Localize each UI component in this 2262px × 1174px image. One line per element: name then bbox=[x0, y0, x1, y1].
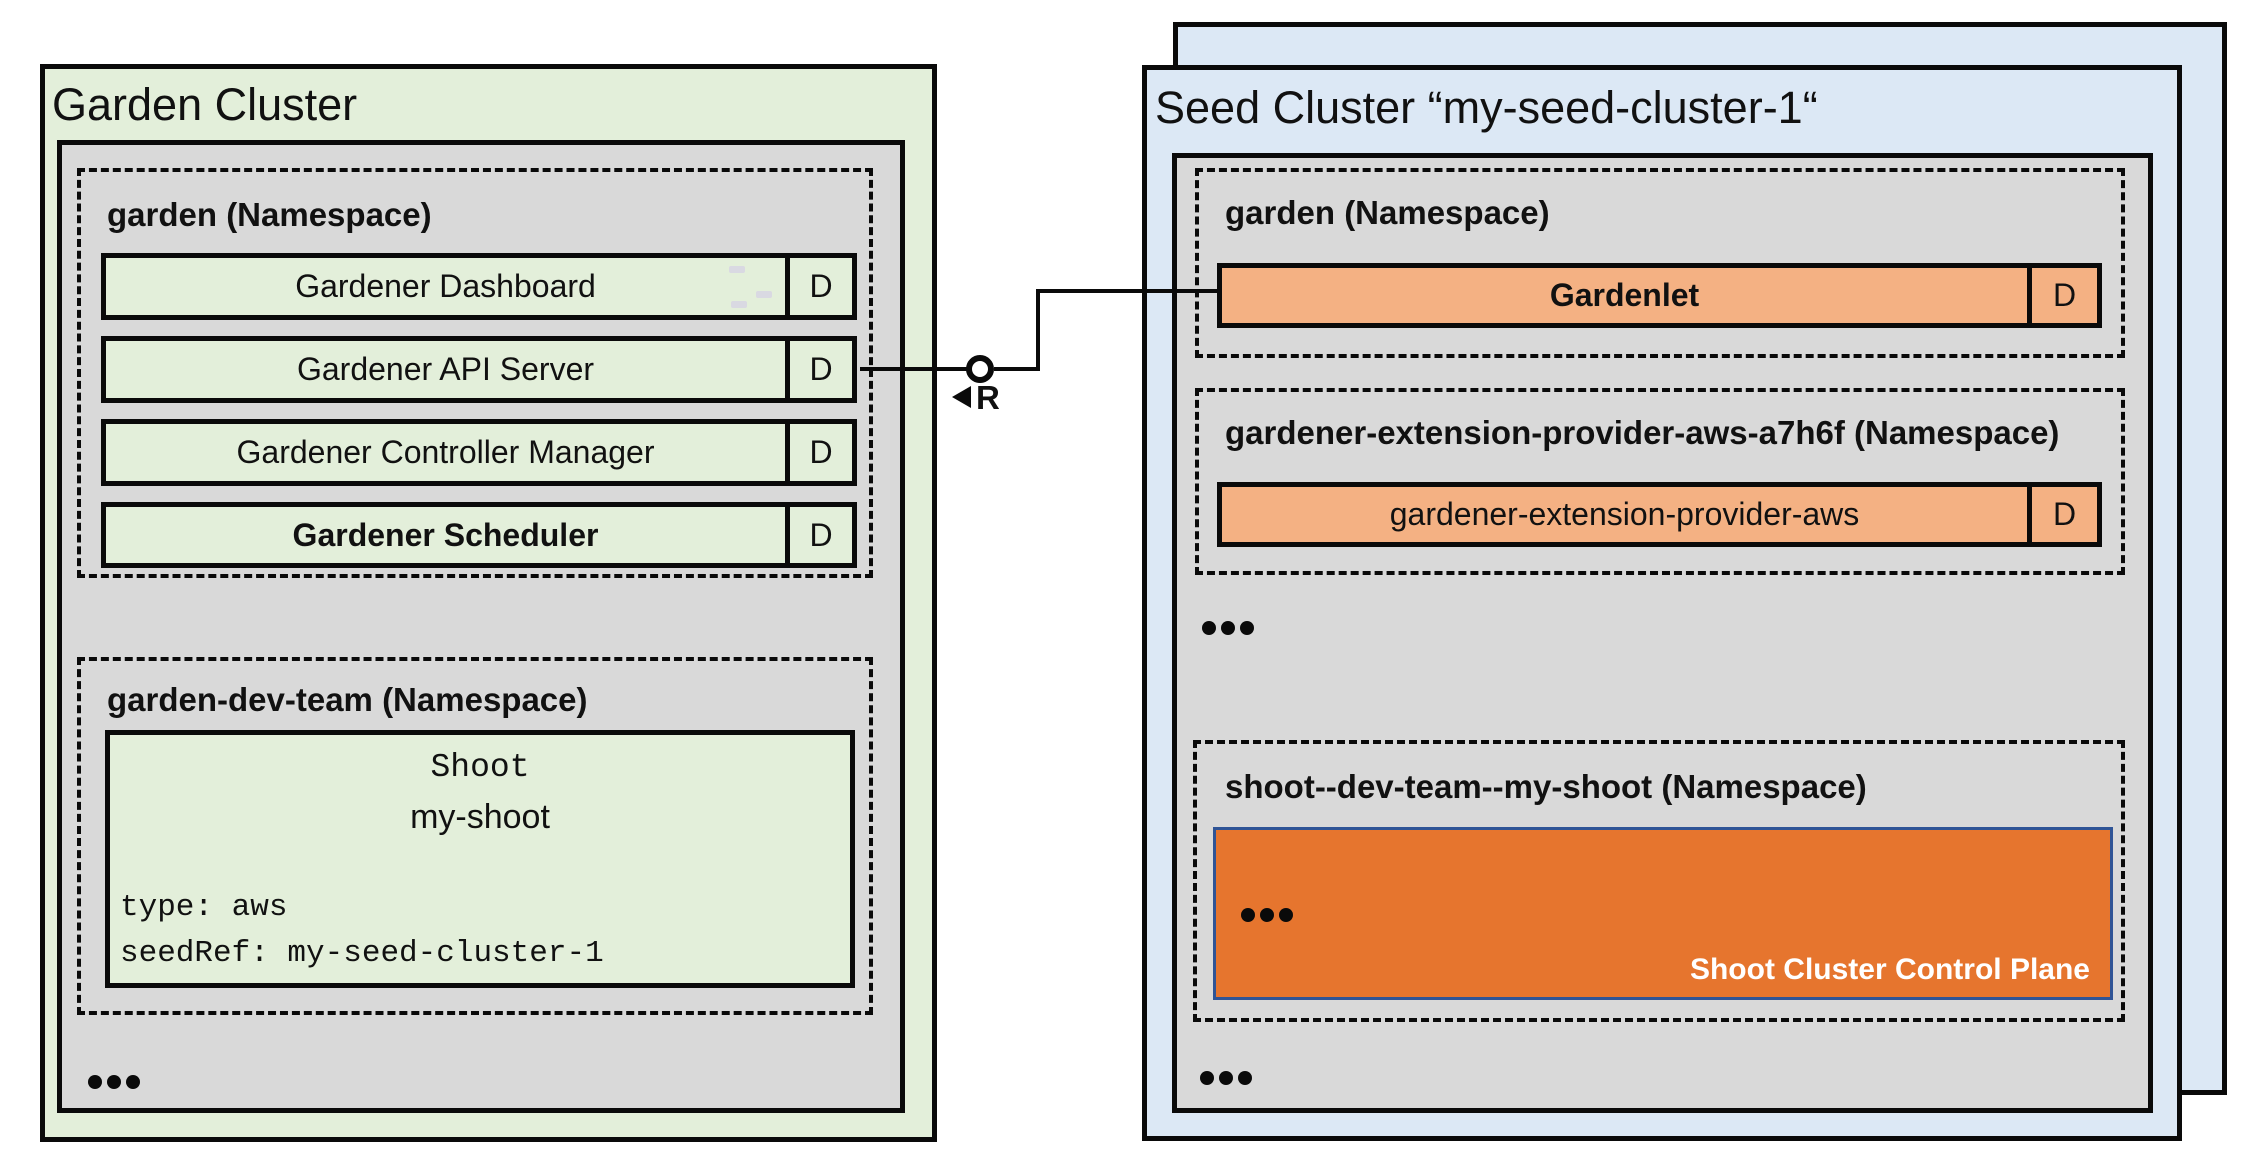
connector-line-vertical bbox=[1036, 291, 1040, 371]
seed-cluster-box: Seed Cluster “my-seed-cluster-1“ garden … bbox=[1142, 65, 2182, 1141]
deployment-label: Gardener Scheduler bbox=[292, 516, 599, 553]
faint-artifact-mark bbox=[756, 291, 772, 298]
deployment-badge: D bbox=[2027, 487, 2097, 542]
ellipsis-icon bbox=[1202, 621, 1254, 635]
garden-dev-team-namespace-label: garden-dev-team (Namespace) bbox=[107, 681, 588, 718]
deployment-badge: D bbox=[785, 341, 852, 398]
deployment-badge: D bbox=[2027, 268, 2097, 323]
seed-garden-namespace-box: garden (Namespace) Gardenlet D bbox=[1195, 168, 2125, 358]
deployment-row-gardener-api-server: Gardener API Server D bbox=[101, 336, 857, 403]
shoot-control-plane-caption: Shoot Cluster Control Plane bbox=[1689, 953, 2090, 986]
deployment-label: Gardener API Server bbox=[296, 351, 595, 387]
deployment-row-gardener-dashboard: Gardener Dashboard D bbox=[101, 253, 857, 320]
garden-cluster-panel: garden (Namespace) Gardener Dashboard D … bbox=[57, 140, 905, 1113]
deployment-label: Gardener Dashboard bbox=[295, 268, 596, 304]
shoot-control-plane-box: Shoot Cluster Control Plane bbox=[1213, 827, 2113, 1000]
garden-dev-team-namespace-box: garden-dev-team (Namespace) Shoot my-sho… bbox=[77, 657, 873, 1015]
garden-namespace-label: garden (Namespace) bbox=[107, 196, 432, 233]
deployment-badge: D bbox=[785, 424, 852, 481]
seed-cluster-panel: garden (Namespace) Gardenlet D gardener-… bbox=[1172, 153, 2153, 1113]
connector-r-label: R bbox=[976, 379, 1000, 416]
seed-garden-namespace-label: garden (Namespace) bbox=[1225, 194, 1550, 231]
deployment-row-gardener-scheduler: Gardener Scheduler D bbox=[101, 502, 857, 568]
faint-artifact-mark bbox=[729, 266, 745, 273]
ellipsis-icon bbox=[1241, 908, 1293, 922]
connector-line-to-gardenlet bbox=[1036, 289, 1217, 293]
garden-cluster-title: Garden Cluster bbox=[52, 79, 358, 130]
connector-line-segment bbox=[994, 367, 1040, 371]
ellipsis-icon bbox=[88, 1075, 140, 1089]
deployment-label: Gardener Controller Manager bbox=[236, 434, 655, 470]
api-interface-lollipop-icon bbox=[966, 355, 994, 383]
seed-shoot-namespace-box: shoot--dev-team--my-shoot (Namespace) Sh… bbox=[1193, 740, 2125, 1022]
deployment-badge: D bbox=[785, 507, 852, 563]
seed-shoot-namespace-label: shoot--dev-team--my-shoot (Namespace) bbox=[1225, 768, 1867, 805]
ellipsis-icon bbox=[1200, 1071, 1252, 1085]
garden-cluster-box: Garden Cluster garden (Namespace) Garden… bbox=[40, 64, 937, 1142]
garden-namespace-box: garden (Namespace) Gardener Dashboard D … bbox=[77, 168, 873, 578]
deployment-badge: D bbox=[785, 258, 852, 315]
deployment-row-gardenlet: Gardenlet D bbox=[1217, 263, 2102, 328]
shoot-spec-type-line: type: aws bbox=[120, 890, 288, 925]
seed-extension-namespace-box: gardener-extension-provider-aws-a7h6f (N… bbox=[1195, 388, 2125, 575]
watch-direction-arrow-icon bbox=[952, 386, 971, 408]
faint-artifact-mark bbox=[731, 301, 747, 308]
deployment-label: gardener-extension-provider-aws bbox=[1389, 496, 1860, 532]
shoot-resource-name: my-shoot bbox=[410, 798, 550, 836]
shoot-resource-kind: Shoot bbox=[430, 749, 530, 786]
shoot-spec-seedref-line: seedRef: my-seed-cluster-1 bbox=[120, 936, 604, 971]
deployment-row-extension-provider-aws: gardener-extension-provider-aws D bbox=[1217, 482, 2102, 547]
deployment-row-gardener-controller-manager: Gardener Controller Manager D bbox=[101, 419, 857, 486]
connector-line-from-api-server bbox=[860, 367, 968, 371]
seed-cluster-title: Seed Cluster “my-seed-cluster-1“ bbox=[1155, 82, 1818, 133]
deployment-label: Gardenlet bbox=[1549, 277, 1700, 313]
shoot-resource-box: Shoot my-shoot type: aws seedRef: my-see… bbox=[105, 730, 855, 988]
seed-extension-namespace-label: gardener-extension-provider-aws-a7h6f (N… bbox=[1225, 414, 2060, 451]
